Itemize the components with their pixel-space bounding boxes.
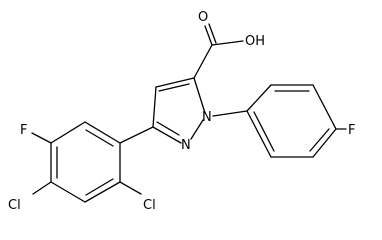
bond-c-cl2 bbox=[119, 181, 142, 195]
bond-c3-n2-inner bbox=[156, 121, 180, 136]
bond-c5-c4 bbox=[155, 77, 195, 88]
bond-fp-6-inner bbox=[253, 111, 275, 152]
atom-label-aryl-cl-2: Cl bbox=[143, 198, 156, 213]
bond-c3-n2 bbox=[152, 126, 182, 144]
bond-fp-1 bbox=[246, 84, 272, 112]
bond-c3-aryl bbox=[119, 126, 154, 144]
bond-dc-1-inner bbox=[85, 129, 114, 147]
atom-label-aryl-cl-4: Cl bbox=[8, 198, 21, 213]
bond-c-o-a bbox=[204, 25, 213, 46]
bond-dc-1 bbox=[84, 121, 121, 144]
atom-label-pyrazole-n2: N bbox=[181, 138, 191, 153]
bond-fp-4 bbox=[312, 128, 337, 158]
bond-c-cl4 bbox=[32, 181, 52, 195]
bond-c4-c3 bbox=[152, 86, 157, 128]
bond-dc-4 bbox=[50, 181, 86, 203]
bond-c-f bbox=[31, 132, 52, 144]
atom-label-carboxylic-acid-oh: OH bbox=[245, 34, 265, 49]
bonds bbox=[31, 23, 347, 203]
bond-c-oh bbox=[211, 40, 244, 46]
bond-dc-5-inner bbox=[85, 178, 114, 196]
atom-label-carboxyl-o: O bbox=[198, 10, 208, 25]
bond-fp-3 bbox=[312, 84, 337, 130]
bond-fp-4-inner bbox=[309, 128, 330, 152]
bond-c5-cooh bbox=[193, 44, 213, 79]
bond-n2-n1 bbox=[190, 119, 204, 140]
bond-n1-aryl bbox=[212, 110, 248, 117]
structure-canvas: OH O N N F F Cl Cl bbox=[8, 10, 355, 213]
atom-label-aryl-f: F bbox=[20, 123, 27, 138]
atom-labels: OH O N N F F Cl Cl bbox=[8, 10, 355, 213]
atom-label-para-f: F bbox=[348, 123, 355, 138]
bond-fp-6 bbox=[246, 110, 272, 158]
bond-dc-2 bbox=[50, 121, 86, 144]
bond-n1-c5 bbox=[193, 77, 206, 114]
bond-c-o-b bbox=[208, 23, 217, 44]
bond-dc-5 bbox=[84, 181, 121, 203]
atom-label-pyrazole-n1: N bbox=[202, 110, 212, 125]
bond-c5-c4-inner bbox=[158, 83, 190, 92]
